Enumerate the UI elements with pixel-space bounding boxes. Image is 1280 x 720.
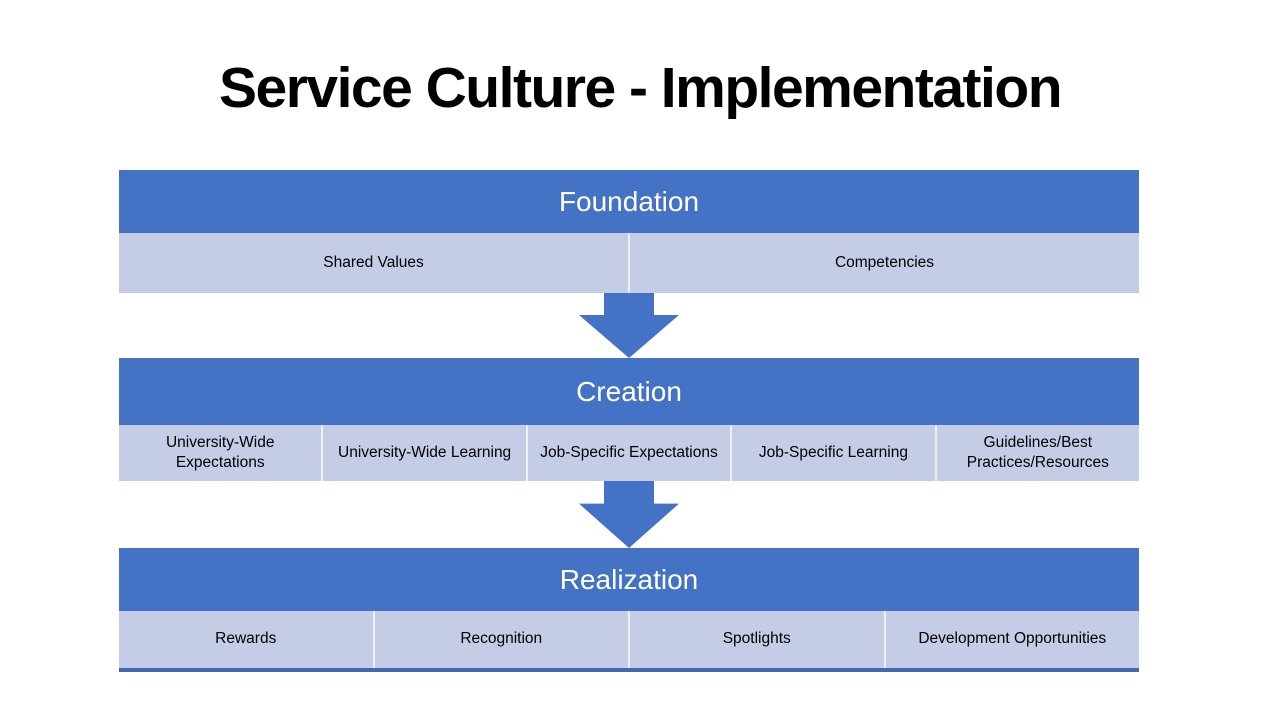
section-header-realization: Realization — [119, 548, 1139, 611]
cell-competencies: Competencies — [628, 233, 1139, 293]
section-band-foundation: Shared Values Competencies — [119, 233, 1139, 293]
down-arrow-shape — [579, 293, 679, 358]
cell-job-specific-learning: Job-Specific Learning — [730, 425, 935, 481]
cell-university-wide-expectations: University-Wide Expectations — [119, 425, 322, 481]
section-title: Foundation — [558, 185, 700, 217]
cell-job-specific-expectations: Job-Specific Expectations — [525, 425, 731, 481]
section-header-foundation: Foundation — [119, 170, 1139, 233]
section-band-creation: University-Wide Expectations University-… — [119, 425, 1140, 481]
cell-rewards: Rewards — [119, 611, 373, 668]
down-arrow-icon — [579, 293, 679, 358]
section-title: Realization — [559, 563, 699, 595]
cell-spotlights: Spotlights — [628, 611, 884, 668]
section-title: Creation — [576, 375, 682, 407]
service-culture-diagram: Foundation Shared Values Competencies Cr… — [119, 170, 1140, 674]
bottom-accent-line — [119, 668, 1139, 672]
cell-shared-values: Shared Values — [119, 233, 628, 293]
down-arrow-shape — [579, 481, 679, 548]
down-arrow-icon — [579, 481, 679, 548]
cell-university-wide-learning: University-Wide Learning — [321, 425, 526, 481]
cell-guidelines-best-practices-resources: Guidelines/Best Practices/Resources — [934, 425, 1140, 481]
cell-recognition: Recognition — [372, 611, 628, 668]
section-header-creation: Creation — [119, 358, 1139, 425]
section-band-realization: Rewards Recognition Spotlights Developme… — [119, 611, 1139, 668]
page-title: Service Culture - Implementation — [218, 56, 1063, 120]
cell-development-opportunities: Development Opportunities — [883, 611, 1139, 668]
